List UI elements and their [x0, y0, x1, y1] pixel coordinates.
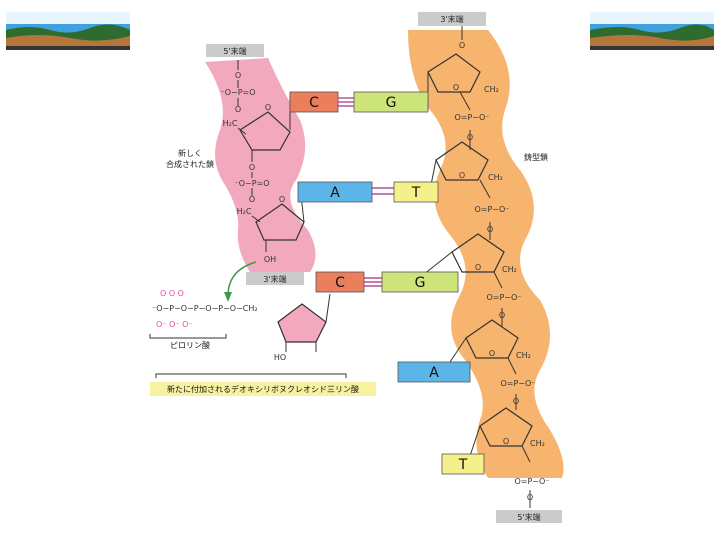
svg-text:G: G — [386, 95, 397, 111]
template-strand-text: O O CH₂ O=P−O⁻ O O CH₂ O=P−O⁻ O O CH₂ O=… — [453, 41, 550, 502]
base-pair-1: C G — [289, 91, 429, 113]
svg-text:O: O — [249, 163, 255, 172]
svg-text:O: O — [235, 105, 241, 114]
incoming-sugar-ring — [277, 303, 327, 343]
svg-text:O: O — [249, 195, 255, 204]
svg-text:O: O — [467, 133, 473, 142]
svg-text:5'末端: 5'末端 — [223, 46, 246, 56]
right-landscape-banner — [590, 12, 714, 50]
svg-text:CH₂: CH₂ — [530, 439, 545, 448]
new-strand-5-end-tag: 5'末端 — [206, 44, 264, 57]
base-g-2 — [381, 271, 459, 293]
svg-text:O: O — [513, 397, 519, 406]
svg-text:O⁻ O⁻ O⁻: O⁻ O⁻ O⁻ — [156, 320, 193, 329]
svg-text:O: O — [453, 83, 459, 92]
svg-text:O: O — [459, 171, 465, 180]
svg-text:O=P−O⁻: O=P−O⁻ — [474, 205, 509, 214]
svg-text:⁻O−P=O: ⁻O−P=O — [234, 179, 269, 188]
svg-text:O: O — [475, 263, 481, 272]
svg-text:3'末端: 3'末端 — [263, 274, 286, 284]
svg-text:C: C — [335, 275, 345, 291]
reaction-arrow — [227, 261, 257, 297]
unpaired-base-a: A — [397, 361, 471, 383]
svg-text:5'末端: 5'末端 — [517, 512, 540, 522]
svg-text:O: O — [487, 225, 493, 234]
svg-text:G: G — [415, 275, 426, 291]
template-strand-backbone — [408, 30, 564, 478]
svg-text:T: T — [411, 185, 421, 201]
new-strand-3-end-tag: 3'末端 — [246, 272, 304, 285]
svg-text:O: O — [265, 103, 271, 112]
svg-text:O=P−O⁻: O=P−O⁻ — [454, 113, 489, 122]
svg-text:O: O — [503, 437, 509, 446]
new-strand-text: O ⁻O−P=O O H₂C O O ⁻O−P=O O H₂C O OH — [220, 71, 285, 264]
svg-text:H₂C: H₂C — [237, 207, 252, 216]
base-t-1 — [393, 181, 439, 203]
svg-text:O O O: O O O — [160, 289, 184, 298]
incoming-nucleotide-text: O O O ⁻O−P−O−P−O−P−O−CH₂ O⁻ O⁻ O⁻ — [152, 289, 258, 329]
caption-box — [150, 382, 376, 396]
svg-text:A: A — [429, 365, 439, 381]
reaction-arrowhead — [224, 292, 232, 302]
caption-bracket — [155, 373, 347, 378]
new-strand-label-line2: 合成された鎖 — [166, 159, 214, 169]
template-3-end-tag: 3'末端 — [418, 12, 486, 26]
svg-text:O: O — [459, 41, 465, 50]
pyrophosphate-label: ピロリン酸 — [170, 340, 210, 350]
svg-text:C: C — [309, 95, 319, 111]
svg-text:O: O — [499, 311, 505, 320]
new-strand-label-line1: 新しく — [178, 148, 202, 158]
pyrophosphate-bracket — [149, 334, 227, 339]
svg-text:H₂C: H₂C — [223, 119, 238, 128]
svg-text:CH₂: CH₂ — [484, 85, 499, 94]
svg-text:O: O — [489, 349, 495, 358]
unpaired-base-t: T — [441, 453, 485, 475]
svg-text:CH₂: CH₂ — [502, 265, 517, 274]
new-strand-backbone — [205, 58, 316, 272]
svg-text:OH: OH — [264, 255, 276, 264]
svg-text:CH₂: CH₂ — [516, 351, 531, 360]
svg-text:O=P−O⁻: O=P−O⁻ — [486, 293, 521, 302]
svg-text:O=P−O⁻: O=P−O⁻ — [500, 379, 535, 388]
template-5-end-tag: 5'末端 — [496, 510, 562, 523]
svg-text:A: A — [330, 185, 340, 201]
base-pair-2: A T — [297, 181, 439, 203]
incoming-ho: HO — [274, 353, 286, 362]
left-landscape-banner — [6, 12, 130, 50]
svg-text:CH₂: CH₂ — [488, 173, 503, 182]
svg-text:O: O — [527, 493, 533, 502]
svg-text:O: O — [279, 195, 285, 204]
svg-text:O=P−O⁻: O=P−O⁻ — [514, 477, 549, 486]
svg-text:O: O — [235, 71, 241, 80]
svg-text:⁻O−P=O: ⁻O−P=O — [220, 88, 255, 97]
svg-text:T: T — [458, 457, 468, 473]
base-g-1 — [353, 91, 429, 113]
svg-text:3'末端: 3'末端 — [440, 14, 463, 24]
svg-text:⁻O−P−O−P−O−P−O−CH₂: ⁻O−P−O−P−O−P−O−CH₂ — [152, 304, 258, 313]
caption-text: 新たに付加されるデオキシリボヌクレオシド三リン酸 — [167, 384, 359, 394]
template-strand-label: 鋳型鎖 — [524, 152, 548, 162]
base-a-1 — [297, 181, 373, 203]
base-pair-3: C G — [315, 271, 459, 293]
